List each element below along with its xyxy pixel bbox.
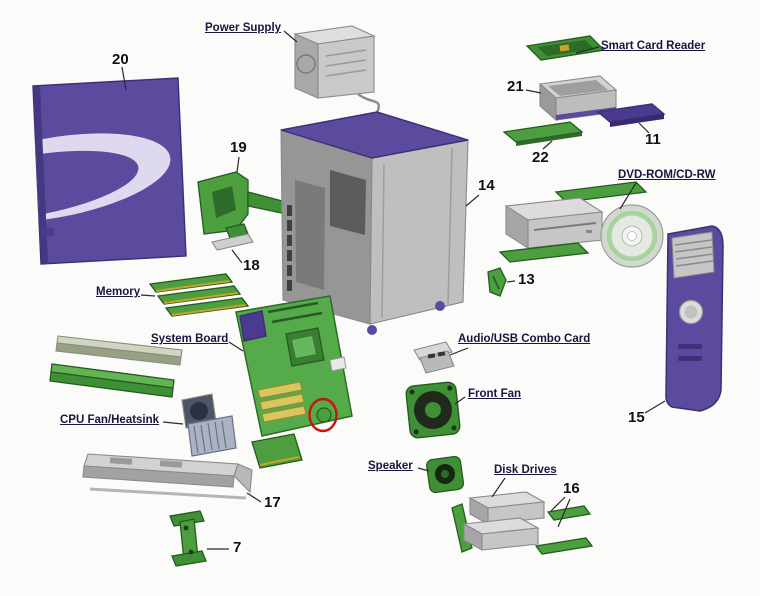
label-speaker[interactable]: Speaker [368, 460, 413, 472]
callout-22: 22 [532, 149, 549, 166]
dvd-drive-drawing [498, 181, 664, 268]
cpu-fan-heatsink-drawing [181, 393, 237, 457]
riser-boards-drawing [49, 335, 183, 398]
disk-drives-drawing [451, 491, 594, 555]
callout-14: 14 [478, 177, 495, 194]
callout-18: 18 [243, 257, 260, 274]
rail-assembly-drawing [82, 453, 253, 500]
slot-blank-18-drawing [211, 233, 254, 251]
speaker-drawing [426, 455, 465, 494]
callout-20: 20 [112, 51, 129, 68]
callout-7: 7 [233, 539, 242, 556]
label-power-supply[interactable]: Power Supply [205, 22, 282, 34]
audio-usb-card-drawing [413, 341, 455, 374]
green-clip-13-drawing [487, 267, 507, 297]
flat-card-drawing [596, 103, 666, 127]
callout-16: 16 [563, 480, 580, 497]
callout-17: 17 [264, 494, 281, 511]
callout-19: 19 [230, 139, 247, 156]
label-smart-card-reader[interactable]: Smart Card Reader [601, 40, 706, 52]
label-audio-usb-combo-card[interactable]: Audio/USB Combo Card [458, 333, 591, 345]
callout-21: 21 [507, 78, 524, 95]
side-panel-drawing [32, 77, 187, 265]
label-disk-drives[interactable]: Disk Drives [494, 464, 557, 476]
label-memory[interactable]: Memory [96, 286, 141, 298]
leader-lines [121, 30, 666, 550]
chassis-drawing [280, 111, 469, 335]
front-bezel-drawing [665, 225, 724, 412]
power-supply-drawing [292, 25, 381, 136]
system-board-drawing [235, 295, 353, 437]
green-bracket-7-drawing [169, 510, 207, 567]
label-front-fan[interactable]: Front Fan [468, 388, 522, 400]
green-rail-22-drawing [502, 121, 584, 146]
label-system-board[interactable]: System Board [151, 333, 229, 345]
memory-drawing [148, 273, 250, 317]
callout-15: 15 [628, 409, 645, 426]
carrier-tray-drawing [538, 75, 618, 122]
label-cpu-fan-heatsink[interactable]: CPU Fan/Heatsink [60, 414, 160, 426]
red-highlight-circle [308, 397, 338, 433]
front-fan-drawing [405, 381, 461, 439]
label-dvd-rom-cd-rw[interactable]: DVD-ROM/CD-RW [618, 169, 716, 181]
small-card-drawing [251, 433, 303, 469]
smart-card-reader-drawing [525, 35, 606, 61]
callout-13: 13 [518, 271, 535, 288]
green-bracket-19-drawing [197, 171, 287, 239]
callout-11: 11 [645, 131, 661, 148]
